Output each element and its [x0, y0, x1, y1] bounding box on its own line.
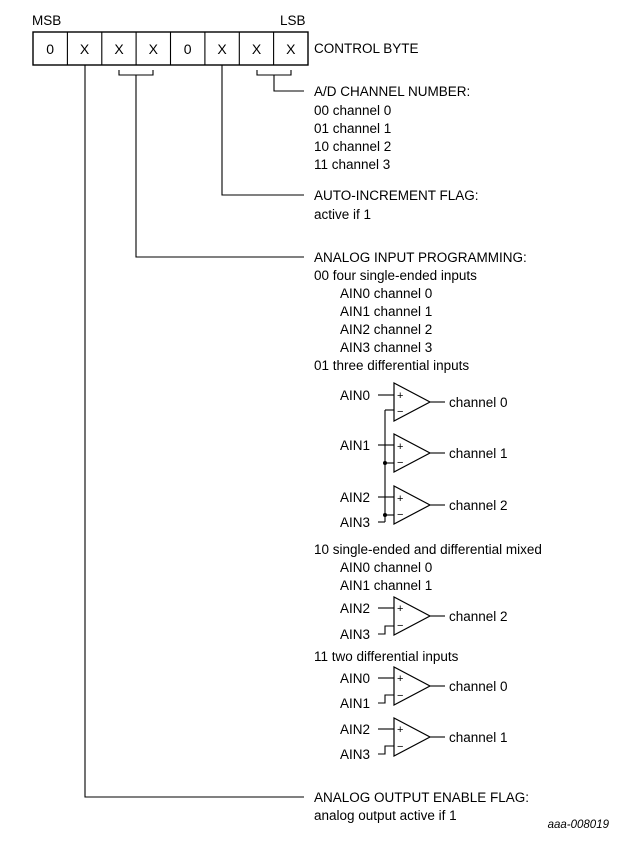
mode10-line: AIN0 channel 0: [340, 560, 432, 575]
plus-sign: +: [397, 724, 403, 736]
bit-3: 0: [184, 41, 192, 57]
amp-output-label: channel 1: [449, 446, 508, 461]
bit-2: X: [217, 41, 227, 57]
amp-output-label: channel 2: [449, 498, 508, 513]
ad-channel-title: A/D CHANNEL NUMBER:: [314, 84, 470, 99]
amp-input-label: AIN0: [340, 671, 370, 686]
auto-increment-line: active if 1: [314, 207, 371, 222]
mode11-heading: 11 two differential inputs: [314, 649, 459, 664]
minus-sign: −: [397, 509, 403, 521]
plus-sign: +: [397, 390, 403, 402]
mode10-line: AIN1 channel 1: [340, 578, 432, 593]
minus-sign: −: [397, 406, 403, 418]
minus-sign: −: [397, 690, 403, 702]
ad-channel-line: 00 channel 0: [314, 103, 391, 118]
bit-0: X: [286, 41, 296, 57]
mode00-heading: 00 four single-ended inputs: [314, 268, 477, 283]
control-byte-bits: 0 X X X 0 X X X: [32, 31, 309, 66]
figure-reference: aaa-008019: [548, 819, 610, 831]
analog-output-line: analog output active if 1: [314, 808, 457, 823]
mode00-line: AIN3 channel 3: [340, 340, 432, 355]
ad-channel-line: 10 channel 2: [314, 139, 391, 154]
mode00-line: AIN1 channel 1: [340, 304, 432, 319]
bit-5: X: [114, 41, 124, 57]
leader-lines: [84, 65, 304, 798]
mode01-amplifier-3: AIN2 AIN3 + − channel 2: [340, 485, 508, 530]
amp-input-label: AIN3: [340, 515, 370, 530]
mode01-heading: 01 three differential inputs: [314, 358, 469, 373]
mode01-wiring: [378, 409, 394, 523]
minus-sign: −: [397, 457, 403, 469]
plus-sign: +: [397, 493, 403, 505]
minus-sign: −: [397, 741, 403, 753]
plus-sign: +: [397, 673, 403, 685]
amp-output-label: channel 1: [449, 730, 508, 745]
mode00-line: AIN2 channel 2: [340, 322, 432, 337]
amp-input-label: AIN3: [340, 747, 370, 762]
bit-4: X: [149, 41, 159, 57]
amp-output-label: channel 2: [449, 609, 508, 624]
amp-input-label: AIN2: [340, 601, 370, 616]
analog-output-title: ANALOG OUTPUT ENABLE FLAG:: [314, 790, 529, 805]
amp-input-label: AIN0: [340, 388, 370, 403]
plus-sign: +: [397, 441, 403, 453]
mode11-amplifier-2: AIN2 AIN3 + − channel 1: [340, 717, 508, 762]
plus-sign: +: [397, 603, 403, 615]
auto-increment-section: AUTO-INCREMENT FLAG: active if 1: [314, 188, 479, 222]
mode11-amplifier-1: AIN0 AIN1 + − channel 0: [340, 666, 508, 711]
ad-channel-line: 11 channel 3: [314, 157, 390, 172]
ad-channel-line: 01 channel 1: [314, 121, 391, 136]
control-byte-label: CONTROL BYTE: [314, 41, 419, 56]
minus-sign: −: [397, 620, 403, 632]
bit-7: 0: [46, 41, 54, 57]
mode10-heading: 10 single-ended and differential mixed: [314, 542, 542, 557]
mode00-line: AIN0 channel 0: [340, 286, 432, 301]
amp-output-label: channel 0: [449, 679, 508, 694]
amp-input-label: AIN3: [340, 627, 370, 642]
analog-input-title: ANALOG INPUT PROGRAMMING:: [314, 250, 527, 265]
msb-label: MSB: [32, 13, 61, 28]
mode10-amplifier: AIN2 AIN3 + − channel 2: [340, 596, 508, 642]
amp-input-label: AIN2: [340, 722, 370, 737]
amp-input-label: AIN1: [340, 438, 370, 453]
auto-increment-title: AUTO-INCREMENT FLAG:: [314, 188, 479, 203]
bit-1: X: [252, 41, 262, 57]
amp-input-label: AIN2: [340, 490, 370, 505]
analog-input-section: ANALOG INPUT PROGRAMMING: 00 four single…: [314, 250, 542, 762]
analog-output-section: ANALOG OUTPUT ENABLE FLAG: analog output…: [314, 790, 529, 823]
mode01-amplifier-2: AIN1 + − channel 1: [340, 433, 508, 473]
bit-6: X: [80, 41, 90, 57]
ad-channel-section: A/D CHANNEL NUMBER: 00 channel 0 01 chan…: [314, 84, 470, 172]
lsb-label: LSB: [280, 13, 306, 28]
amp-input-label: AIN1: [340, 696, 370, 711]
amp-output-label: channel 0: [449, 395, 508, 410]
mode01-amplifier-1: AIN0 + − channel 0: [340, 382, 508, 422]
